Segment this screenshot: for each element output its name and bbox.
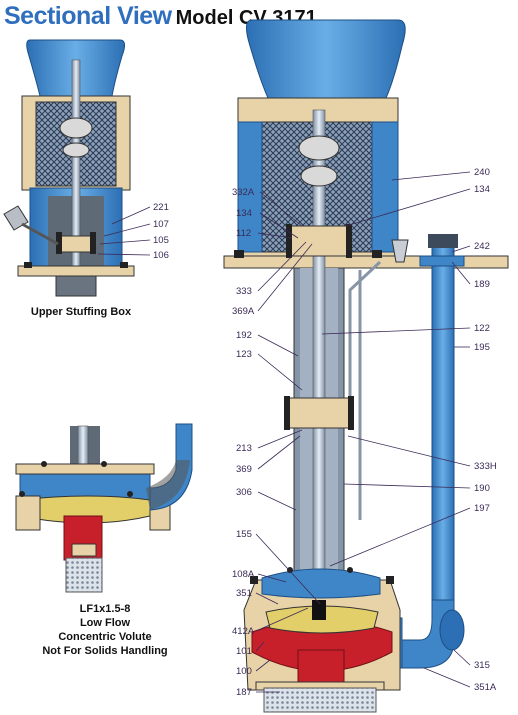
motor-main — [246, 19, 406, 99]
caption-lf-model: LF1x1.5-8 — [79, 603, 131, 615]
label-134-right: 134 — [474, 184, 490, 195]
caption-upper-stuffing-box: Upper Stuffing Box — [30, 306, 132, 318]
label-351: 351 — [236, 588, 252, 599]
shaft-left — [71, 59, 81, 297]
label-333: 333 — [236, 286, 252, 297]
label-192: 192 — [236, 330, 252, 341]
label-332a: 332A — [232, 187, 255, 198]
lf-volute-figure — [15, 423, 193, 593]
label-122: 122 — [474, 323, 490, 334]
upper-stuffing-box-figure — [3, 39, 135, 297]
baseplate-main — [223, 255, 509, 269]
label-306: 306 — [236, 487, 252, 498]
bearing-housing-mid — [287, 397, 351, 429]
label-187: 187 — [236, 687, 252, 698]
label-197: 197 — [474, 503, 490, 514]
label-134-left: 134 — [236, 208, 252, 219]
label-106: 106 — [153, 250, 169, 261]
label-112: 112 — [236, 228, 251, 239]
caption-lf-flow: Low Flow — [79, 617, 131, 629]
grease-line — [348, 260, 382, 520]
label-190: 190 — [474, 483, 490, 494]
caption-lf-note: Not For Solids Handling — [42, 645, 168, 657]
title-main: Sectional View — [4, 2, 172, 30]
label-242: 242 — [474, 241, 490, 252]
label-333h: 333H — [474, 461, 497, 472]
label-315: 315 — [474, 660, 490, 671]
label-105: 105 — [153, 235, 169, 246]
label-195: 195 — [474, 342, 490, 353]
strainer-lf — [65, 557, 103, 593]
label-351a: 351A — [474, 682, 497, 693]
label-101: 101 — [236, 646, 252, 657]
discharge-pipe — [431, 239, 455, 611]
label-189: 189 — [474, 279, 490, 290]
label-412a: 412A — [232, 626, 255, 637]
coupling-main — [298, 135, 340, 161]
main-pump-figure — [223, 19, 509, 713]
label-108a: 108A — [232, 569, 255, 580]
caption-lf-volute: Concentric Volute — [58, 631, 152, 643]
suction-strainer-main — [263, 687, 377, 713]
label-369a: 369A — [232, 306, 255, 317]
label-123: 123 — [236, 349, 252, 360]
label-369: 369 — [236, 464, 252, 475]
label-213: 213 — [236, 443, 252, 454]
label-107: 107 — [153, 219, 169, 230]
caption-lf-block: LF1x1.5-8 Low Flow Concentric Volute Not… — [30, 602, 180, 658]
label-100: 100 — [236, 666, 252, 677]
label-240: 240 — [474, 167, 490, 178]
label-155: 155 — [236, 529, 252, 540]
label-221: 221 — [153, 202, 169, 213]
coupling-left — [59, 117, 93, 139]
